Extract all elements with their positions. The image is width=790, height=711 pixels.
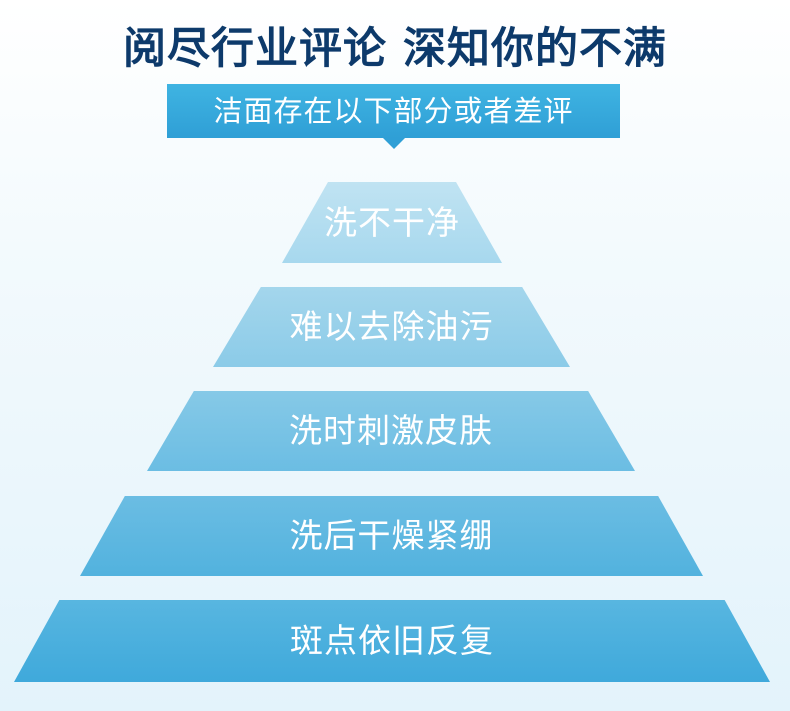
headline: 阅尽行业评论 深知你的不满 (123, 24, 667, 74)
pyramid-tier-5: 斑点依旧反复 (14, 600, 770, 682)
pyramid-tier-3: 洗时刺激皮肤 (147, 391, 635, 471)
pyramid-tier-1: 洗不干净 (282, 182, 502, 263)
subtitle-tag: 洁面存在以下部分或者差评 (167, 84, 620, 138)
tag-pointer-arrow (382, 137, 406, 149)
pyramid-tier-2: 难以去除油污 (213, 287, 570, 367)
pyramid-tier-4: 洗后干燥紧绷 (80, 496, 703, 576)
